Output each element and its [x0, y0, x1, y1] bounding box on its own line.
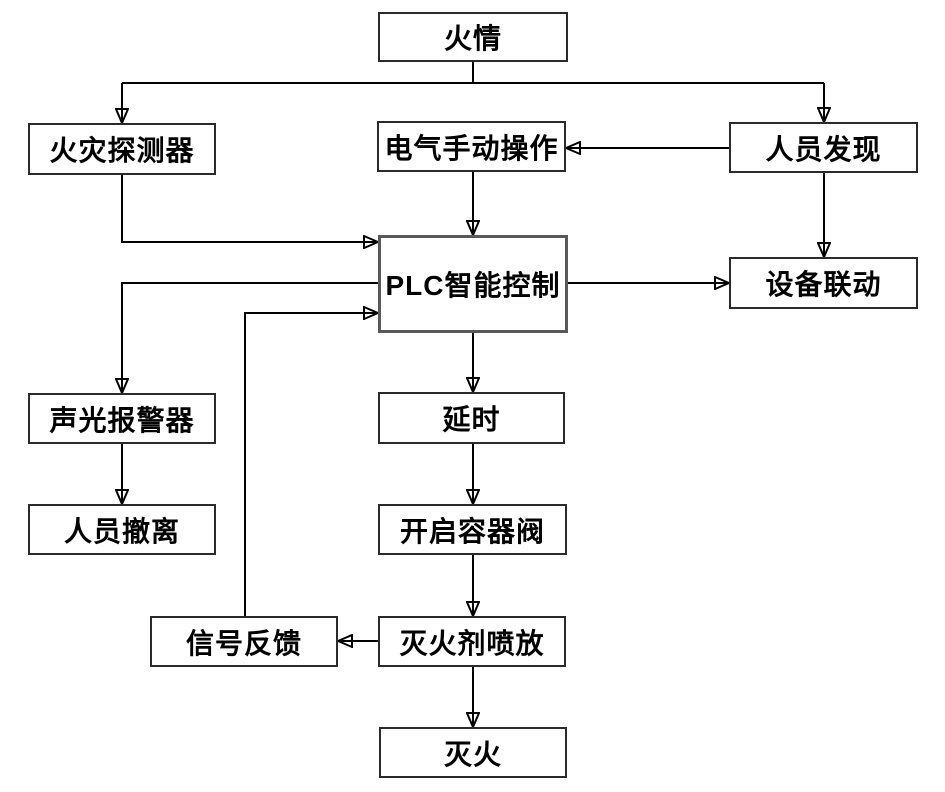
node-agent-discharge: 灭火剂喷放 — [378, 616, 566, 667]
node-open-container-valve: 开启容器阀 — [378, 504, 567, 555]
edge-signal-feedback-to-plc-control — [244, 313, 378, 616]
node-person-discovery: 人员发现 — [729, 122, 918, 173]
node-fire: 火情 — [378, 12, 568, 62]
node-sound-light-alarm: 声光报警器 — [28, 393, 216, 444]
node-delay: 延时 — [378, 392, 565, 444]
node-fire-detector: 火灾探测器 — [28, 123, 216, 175]
node-signal-feedback: 信号反馈 — [150, 616, 338, 667]
node-manual-operation: 电气手动操作 — [377, 121, 566, 172]
node-extinguish: 灭火 — [379, 727, 567, 778]
edge-fire-detector-to-plc-control — [121, 175, 378, 242]
edge-plc-control-to-sound-light-alarm — [122, 282, 378, 393]
node-evacuation: 人员撤离 — [28, 504, 216, 555]
node-equipment-linkage: 设备联动 — [729, 257, 918, 309]
edge-fire-trunk — [122, 62, 824, 84]
node-plc-control: PLC智能控制 — [378, 235, 568, 333]
